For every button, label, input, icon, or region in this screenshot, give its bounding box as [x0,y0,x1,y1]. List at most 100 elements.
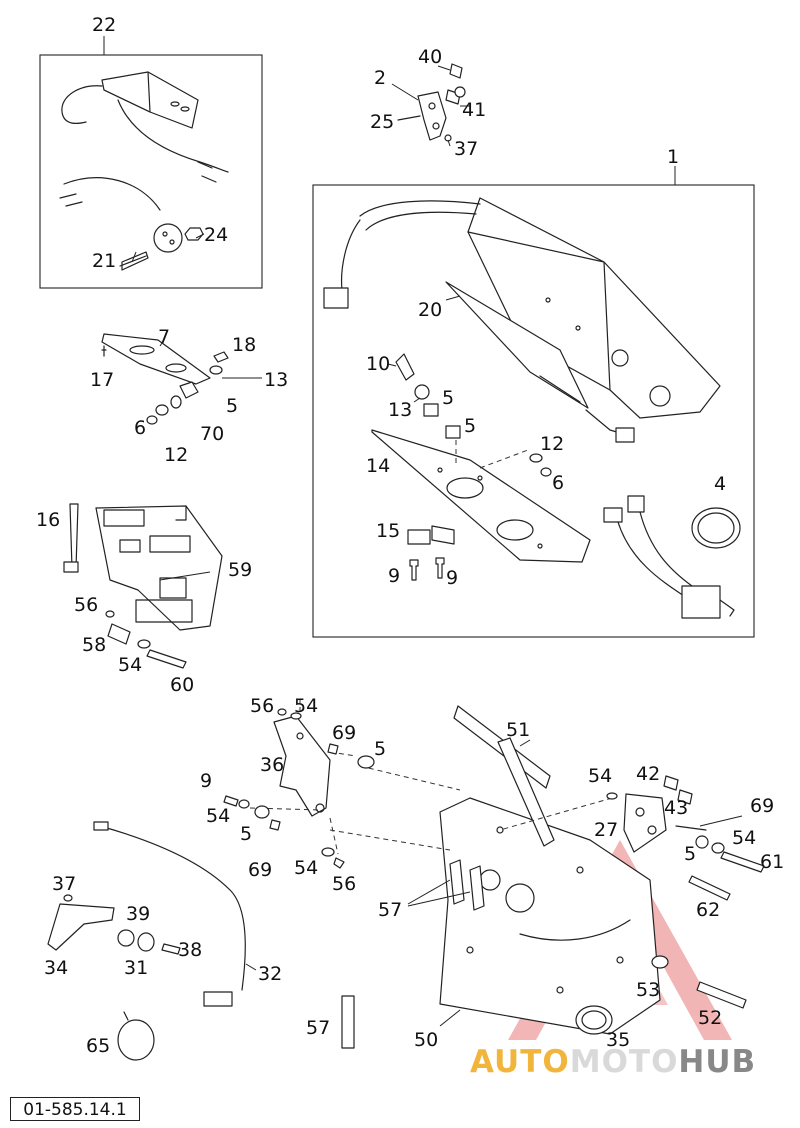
kit-22-box [39,54,263,289]
label-56-c: 56 [332,873,356,895]
label-27: 27 [594,819,618,841]
label-53: 53 [636,979,660,1001]
parts-54-69-5-61-62-right [606,792,765,901]
label-31: 31 [124,957,148,979]
label-5-f: 5 [684,843,696,865]
parts-12-6-washers [529,453,552,477]
part-15-rubber-blocks [407,525,455,545]
label-15: 15 [376,520,400,542]
assembly-1-box [312,184,755,638]
label-40: 40 [418,46,442,68]
label-13-right: 13 [388,399,412,421]
part-20-lens [445,281,635,443]
label-54-d: 54 [206,805,230,827]
label-21: 21 [92,250,116,272]
label-65: 65 [86,1035,110,1057]
label-69-b: 69 [750,795,774,817]
part-50-number-plate [439,797,661,1035]
leader-lines [131,65,743,1027]
part-9-screws [409,557,445,581]
part-7-bracket-plate [101,333,211,385]
part-59-headlight-bracket [95,505,223,631]
part-32-cable [93,821,246,1007]
part-36-bracket-arm [273,715,331,817]
brand-word-moto: MOTO [569,1044,679,1080]
label-69-c: 69 [248,859,272,881]
parts-34-31-39-38-37 [47,894,181,955]
label-10: 10 [366,353,390,375]
part-22-switch-housing [59,71,229,271]
label-56-a: 56 [74,594,98,616]
assembly-lines-1 [455,440,529,469]
part-1-headlight-mask [323,197,721,419]
label-50: 50 [414,1029,438,1051]
label-37: 37 [454,138,478,160]
label-5-b: 5 [226,395,238,417]
label-36: 36 [260,754,284,776]
parts-56-58-54-60 [105,610,187,669]
label-59: 59 [228,559,252,581]
label-37-b: 37 [52,873,76,895]
assembly-lines-2 [249,700,613,855]
label-16: 16 [36,509,60,531]
label-5-e: 5 [240,823,252,845]
label-54-f: 54 [294,857,318,879]
label-61: 61 [760,851,784,873]
label-38: 38 [178,939,202,961]
label-22: 22 [92,14,116,36]
label-41: 41 [462,99,486,121]
label-57-a: 57 [378,899,402,921]
label-51: 51 [506,719,530,741]
parts-56-54-69-5-left [223,708,375,869]
label-9-c: 9 [200,770,212,792]
label-5-a: 5 [442,387,454,409]
label-32: 32 [258,963,282,985]
label-69-a: 69 [332,722,356,744]
label-18: 18 [232,334,256,356]
label-62: 62 [696,899,720,921]
part-57-rubber-strips [341,859,485,1049]
label-13-left: 13 [264,369,288,391]
label-39: 39 [126,903,150,925]
watermark-brand-text: AUTOMOTOHUB [470,1042,756,1082]
parts-top-bracket-group [397,63,466,142]
label-4: 4 [714,473,726,495]
label-35: 35 [606,1029,630,1051]
part-14-mounting-plate [371,429,591,563]
label-6-left: 6 [134,417,146,439]
label-9-a: 9 [388,565,400,587]
part-number-labels: 22 40 2 41 25 37 1 24 21 20 7 18 10 17 1… [36,14,784,1057]
label-60: 60 [170,674,194,696]
label-20: 20 [418,299,442,321]
label-25: 25 [370,111,394,133]
label-54-a: 54 [118,654,142,676]
label-56-b: 56 [250,695,274,717]
label-52: 52 [698,1007,722,1029]
diagram-reference-code: 01-585.14.1 [10,1097,140,1121]
label-58: 58 [82,634,106,656]
label-1: 1 [667,146,679,168]
label-12-right: 12 [540,433,564,455]
label-43: 43 [664,797,688,819]
label-12-left: 12 [164,444,188,466]
parts-10-13-5-fasteners [395,353,461,439]
part-16-cable-tie [63,503,79,573]
label-57-b: 57 [306,1017,330,1039]
label-9-b: 9 [446,567,458,589]
part-4-switch-and-clamp [603,495,741,619]
label-7: 7 [158,326,170,348]
label-24: 24 [204,224,228,246]
label-6-right: 6 [552,472,564,494]
label-17: 17 [90,369,114,391]
label-5-c: 5 [464,415,476,437]
label-54-c: 54 [588,765,612,787]
label-14: 14 [366,455,390,477]
label-54-b: 54 [294,695,318,717]
label-34: 34 [44,957,68,979]
label-70: 70 [200,423,224,445]
label-2: 2 [374,67,386,89]
label-5-d: 5 [374,738,386,760]
part-65-clamp-ring [117,1011,155,1061]
